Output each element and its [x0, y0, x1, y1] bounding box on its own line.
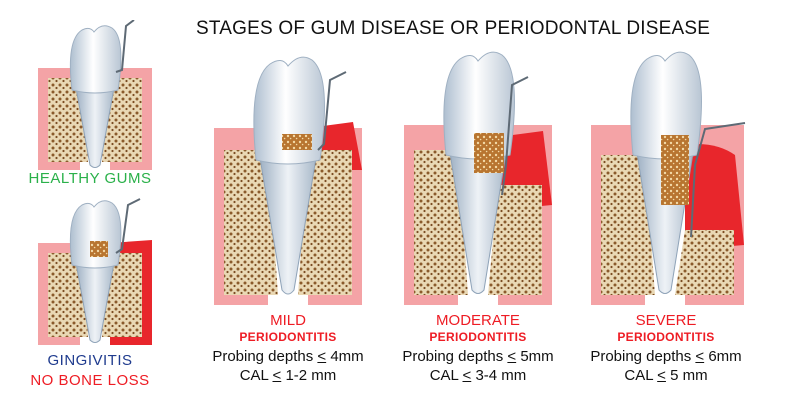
- less-equal-symbol: <: [317, 348, 327, 365]
- probing-depth-value: 4mm: [330, 348, 364, 365]
- probing-depth-value: 6mm: [708, 348, 742, 365]
- moderate-type-label: PERIODONTITIS: [429, 330, 527, 344]
- bone: [414, 150, 542, 295]
- mild-probing-depth: Probing depths < 4mm: [195, 348, 381, 365]
- probe: [115, 20, 135, 73]
- mild-stage-label: MILD: [270, 312, 306, 329]
- less-equal-symbol: <: [507, 348, 517, 365]
- tartar-deposit: [661, 135, 689, 205]
- tartar-deposit: [474, 133, 504, 173]
- inflamed-gum: [685, 144, 744, 250]
- probing-depth-label: Probing depths: [402, 348, 504, 365]
- severe-probing-depth: Probing depths < 6mm: [573, 348, 759, 365]
- gingivitis-label: GINGIVITIS: [47, 352, 133, 369]
- healthy-label: HEALTHY GUMS: [28, 170, 152, 187]
- severe-cal: CAL < 5 mm: [573, 367, 759, 384]
- tartar-deposit: [282, 134, 312, 150]
- tartar-deposit: [90, 241, 108, 257]
- cal-value: 1-2 mm: [285, 367, 337, 384]
- less-equal-symbol: <: [272, 367, 282, 384]
- cal-value: 5 mm: [670, 367, 708, 384]
- moderate-tooth-illustration: [404, 51, 552, 305]
- tooth-crown: [69, 25, 122, 94]
- bone: [601, 155, 734, 295]
- moderate-stage-label: MODERATE: [436, 312, 520, 329]
- gingivitis-tooth-illustration: [38, 198, 152, 345]
- moderate-probing-depth: Probing depths < 5mm: [385, 348, 571, 365]
- probing-depth-value: 5mm: [520, 348, 554, 365]
- severe-tooth-illustration: [591, 51, 746, 305]
- diagram-title: STAGES OF GUM DISEASE OR PERIODONTAL DIS…: [196, 18, 711, 39]
- severe-type-label: PERIODONTITIS: [617, 330, 715, 344]
- mild-tooth-illustration: [214, 56, 362, 305]
- no-bone-loss-label: NO BONE LOSS: [30, 372, 150, 389]
- less-equal-symbol: <: [695, 348, 705, 365]
- cal-value: 3-4 mm: [475, 367, 527, 384]
- mild-cal: CAL < 1-2 mm: [195, 367, 381, 384]
- healthy-tooth-illustration: [38, 20, 152, 170]
- cal-label: CAL: [624, 367, 653, 384]
- moderate-cal: CAL < 3-4 mm: [385, 367, 571, 384]
- probe: [115, 198, 141, 254]
- bone: [48, 78, 142, 162]
- less-equal-symbol: <: [657, 367, 666, 384]
- bone: [48, 253, 142, 337]
- tooth-crown: [630, 51, 702, 160]
- probe: [317, 71, 347, 151]
- probe: [690, 122, 746, 238]
- mild-type-label: PERIODONTITIS: [239, 330, 337, 344]
- less-equal-symbol: <: [462, 367, 472, 384]
- probe: [501, 76, 529, 196]
- probing-depth-label: Probing depths: [590, 348, 692, 365]
- probing-depth-label: Probing depths: [212, 348, 314, 365]
- tooth-crown: [69, 200, 122, 269]
- cal-label: CAL: [239, 367, 269, 384]
- severe-stage-label: SEVERE: [635, 312, 697, 329]
- cal-label: CAL: [429, 367, 459, 384]
- bone: [224, 150, 352, 295]
